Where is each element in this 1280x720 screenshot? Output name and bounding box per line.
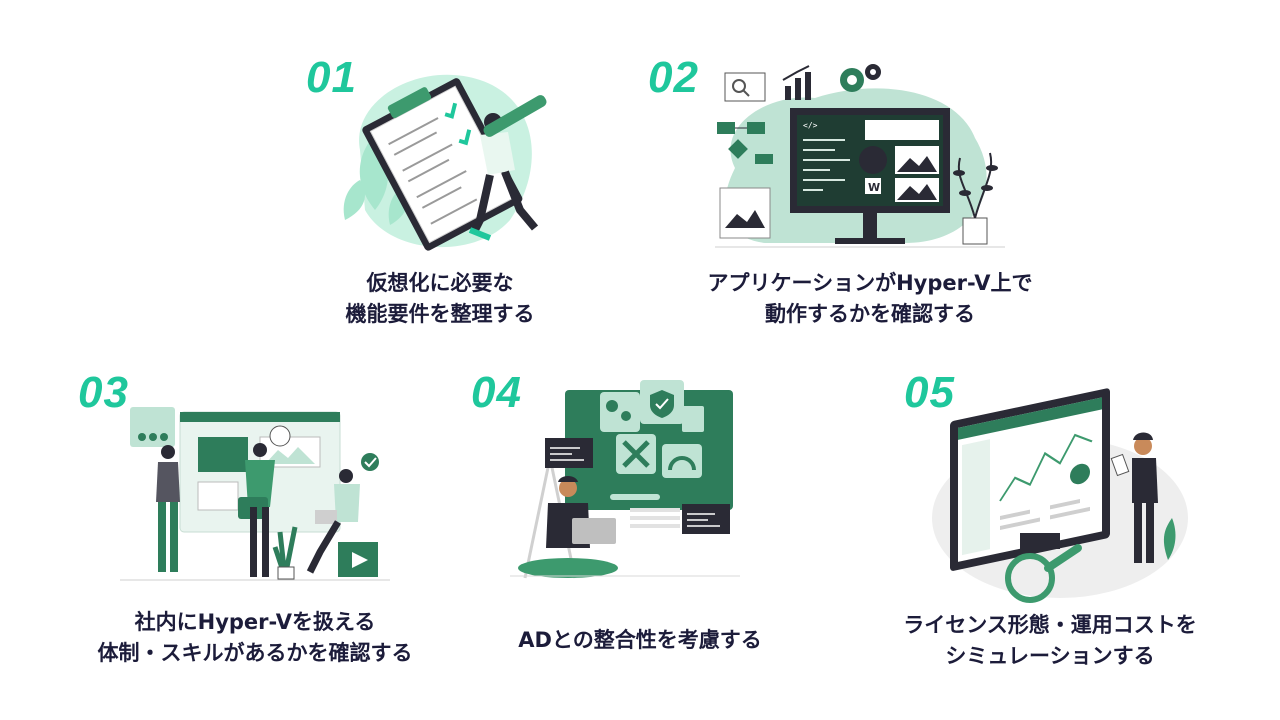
cost-simulation-illustration: [932, 388, 1188, 603]
code-tag: </>: [803, 121, 818, 130]
step-number: 01: [306, 53, 357, 102]
caption-line: 動作するかを確認する: [765, 302, 975, 326]
caption-line: 機能要件を整理する: [345, 302, 535, 326]
step-caption: アプリケーションがHyper-V上で 動作するかを確認する: [680, 268, 1060, 330]
requirements-checklist-illustration: [343, 74, 547, 251]
caption-line: 体制・スキルがあるかを確認する: [97, 641, 413, 665]
caption-line: シミュレーションする: [945, 644, 1155, 668]
step-number: 04: [471, 368, 522, 417]
team-skills-illustration: [120, 407, 390, 581]
caption-line: 仮想化に必要な: [366, 271, 514, 295]
app-compatibility-illustration: </> W: [715, 64, 1005, 248]
step-caption: 社内にHyper-Vを扱える 体制・スキルがあるかを確認する: [50, 607, 460, 669]
step-caption: ADとの整合性を考慮する: [480, 625, 800, 656]
step-number: 05: [904, 368, 955, 417]
caption-line: 社内にHyper-Vを扱える: [134, 610, 376, 634]
caption-line: ADとの整合性を考慮する: [518, 628, 762, 652]
step-number: 03: [78, 368, 129, 417]
w-letter: W: [868, 181, 880, 194]
step-caption: 仮想化に必要な 機能要件を整理する: [330, 268, 550, 330]
caption-line: ライセンス形態・運用コストを: [903, 613, 1197, 637]
ad-integration-illustration: [510, 380, 740, 579]
step-number: 02: [648, 53, 699, 102]
step-caption: ライセンス形態・運用コストを シミュレーションする: [860, 610, 1240, 672]
caption-line: アプリケーションがHyper-V上で: [707, 271, 1033, 295]
